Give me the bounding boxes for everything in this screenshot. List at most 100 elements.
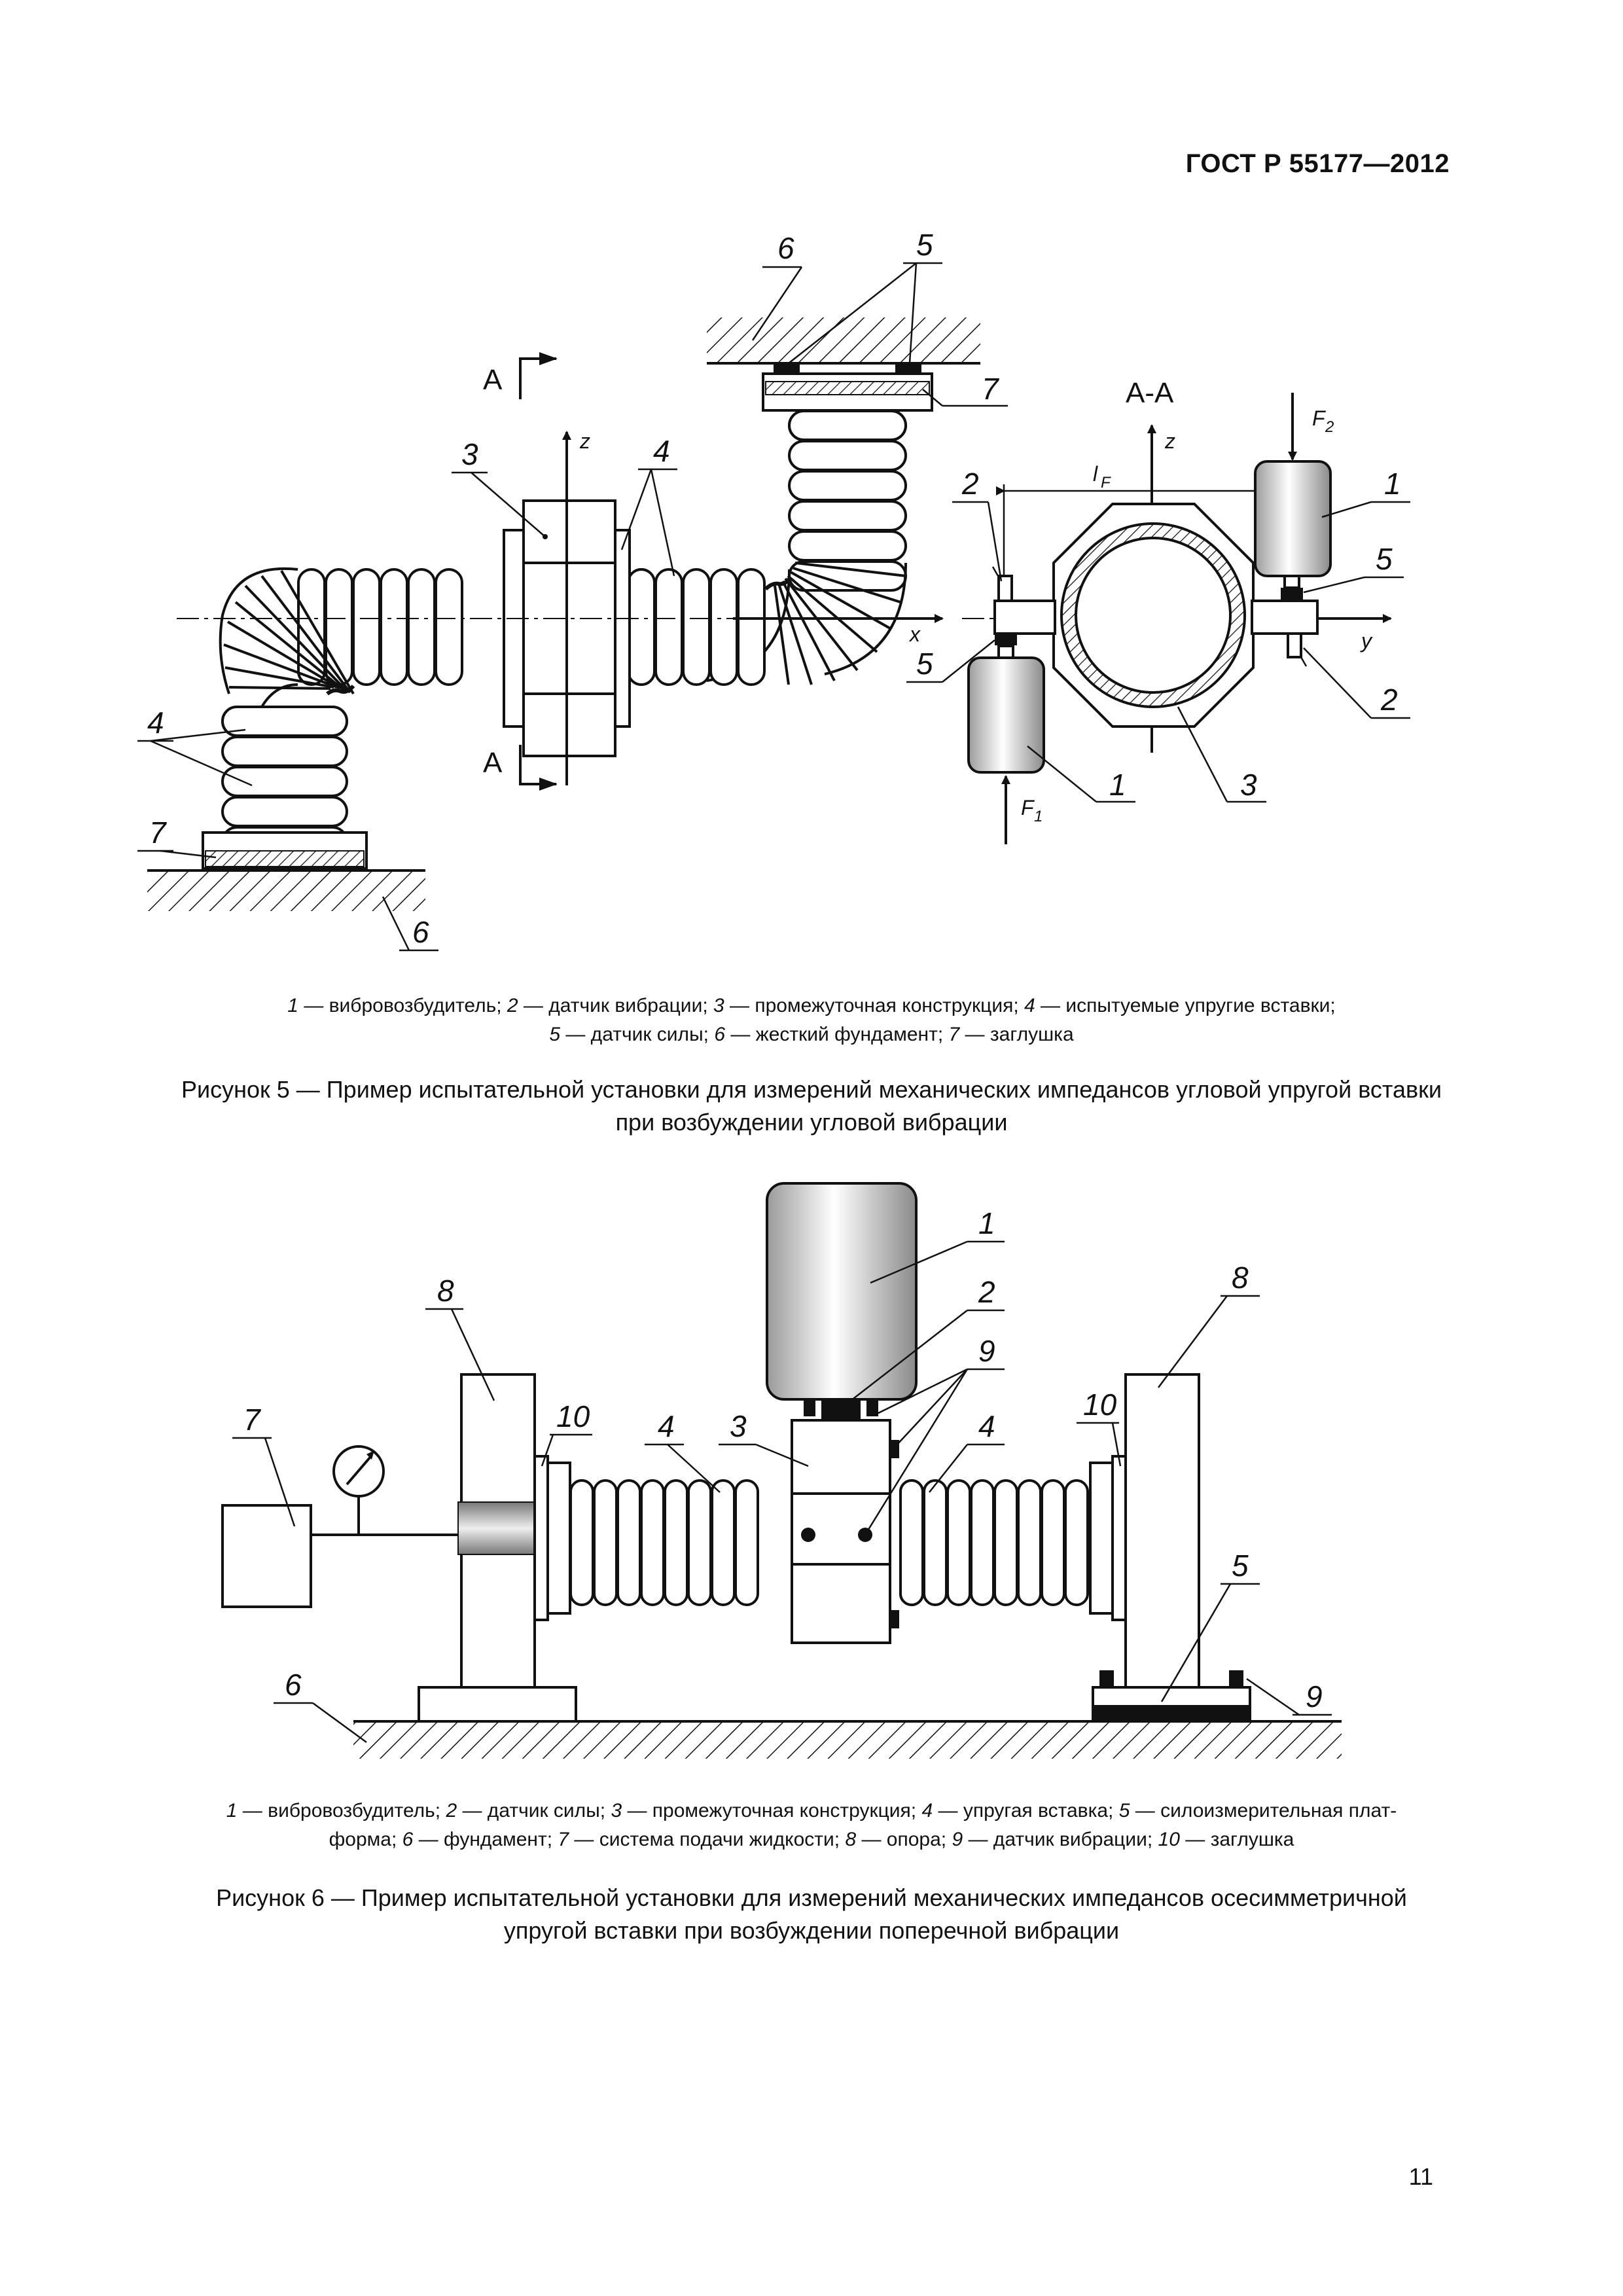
fig6-plug-right <box>1089 1455 1127 1621</box>
legend-text: — вибровозбудитель; <box>237 1800 446 1821</box>
fig6-plug-left <box>533 1455 571 1621</box>
svg-text:2: 2 <box>961 467 979 501</box>
svg-text:7: 7 <box>243 1403 261 1437</box>
fig6-fluid-supply <box>221 1445 458 1608</box>
fig6-labels: 1 2 9 3 4 4 10 10 8 8 7 5 <box>232 1206 1332 1744</box>
legend-text: форма; <box>329 1829 402 1850</box>
svg-text:F: F <box>1021 796 1035 819</box>
svg-text:5: 5 <box>1376 542 1393 576</box>
legend-text: — вибровозбудитель; <box>298 995 507 1016</box>
legend-text: — датчик силы; <box>457 1800 611 1821</box>
fig6-intermediate-structure <box>791 1419 899 1644</box>
section-marker-bottom: А <box>483 745 558 791</box>
figure-5-caption: Рисунок 5 — Пример испытательной установ… <box>181 1076 1442 1136</box>
fig6-foundation <box>353 1720 1342 1759</box>
legend-number: 10 <box>1158 1829 1180 1850</box>
figure-5-drawing: x z А А 6 5 7 3 4 4 7 6 <box>0 0 1623 969</box>
plug-top <box>762 372 933 412</box>
legend-number: 8 <box>845 1829 857 1850</box>
legend-number: 7 <box>948 1024 960 1045</box>
legend-text: — силоизмерительная плат- <box>1130 1800 1397 1821</box>
svg-text:4: 4 <box>653 434 670 468</box>
svg-text:А: А <box>483 747 503 779</box>
svg-text:8: 8 <box>437 1274 454 1308</box>
svg-text:1: 1 <box>1109 768 1126 802</box>
axis-x-label: x <box>908 622 921 646</box>
legend-text: — опора; <box>856 1829 952 1850</box>
legend-text: — заглушка <box>959 1024 1074 1045</box>
svg-text:4: 4 <box>658 1409 675 1443</box>
legend-number: 1 <box>226 1800 238 1821</box>
bellows-vertical-top <box>788 410 907 592</box>
intermediate-structure <box>503 499 631 757</box>
svg-text:7: 7 <box>982 372 999 406</box>
svg-text:2: 2 <box>978 1275 995 1309</box>
figure-5-legend-line-2: 5 — датчик силы; 6 — жесткий фундамент; … <box>98 1020 1525 1049</box>
fig6-bellows-right <box>899 1479 1089 1606</box>
legend-number: 1 <box>287 995 298 1016</box>
legend-text: — заглушка <box>1179 1829 1294 1850</box>
bellows-horizontal-right <box>627 568 766 686</box>
force-sensor-top <box>774 363 921 374</box>
legend-text: — промежуточная конструкция; <box>724 995 1025 1016</box>
svg-text:1: 1 <box>978 1206 995 1240</box>
legend-number: 5 <box>1118 1800 1130 1821</box>
legend-text: — фундамент; <box>413 1829 558 1850</box>
svg-text:8: 8 <box>1232 1261 1249 1295</box>
legend-number: 5 <box>549 1024 561 1045</box>
floor-foundation <box>147 869 425 911</box>
svg-text:y: y <box>1360 629 1373 653</box>
ceiling-foundation <box>707 317 980 365</box>
legend-text: — система подачи жидкости; <box>569 1829 846 1850</box>
legend-number: 6 <box>402 1829 414 1850</box>
legend-number: 3 <box>611 1800 622 1821</box>
svg-text:2: 2 <box>1380 683 1398 717</box>
legend-text: — упругая вставка; <box>933 1800 1119 1821</box>
legend-number: 3 <box>713 995 724 1016</box>
figure-6-legend-line-2: форма; 6 — фундамент; 7 — система подачи… <box>98 1825 1525 1854</box>
legend-number: 4 <box>921 1800 933 1821</box>
legend-text: — датчик вибрации; <box>518 995 713 1016</box>
svg-text:6: 6 <box>412 915 429 949</box>
section-marker-top: А <box>483 352 558 399</box>
document-header: ГОСТ Р 55177—2012 <box>1185 149 1450 178</box>
svg-text:F: F <box>1101 474 1111 492</box>
page-number: 11 <box>1408 2163 1433 2190</box>
svg-text:5: 5 <box>916 228 933 262</box>
legend-text: — жесткий фундамент; <box>725 1024 949 1045</box>
fig6-support-left <box>418 1373 577 1723</box>
svg-text:z: z <box>1164 429 1175 453</box>
legend-text: — датчик вибрации; <box>963 1829 1158 1850</box>
legend-text: — промежуточная конструкция; <box>622 1800 922 1821</box>
svg-text:F: F <box>1312 406 1327 430</box>
svg-text:9: 9 <box>978 1334 995 1368</box>
svg-text:5: 5 <box>916 647 933 681</box>
svg-text:4: 4 <box>978 1409 995 1443</box>
fig6-support-right <box>1092 1373 1251 1723</box>
svg-text:9: 9 <box>1306 1679 1323 1713</box>
svg-text:6: 6 <box>285 1668 302 1702</box>
axes-fig5: x z <box>177 429 944 785</box>
labels-main-view: 6 5 7 3 4 4 7 6 <box>137 228 1008 952</box>
fig6-exciter <box>766 1182 918 1420</box>
figure-6-legend: 1 — вибровозбудитель; 2 — датчик силы; 3… <box>98 1797 1525 1854</box>
figure-5-legend: 1 — вибровозбудитель; 2 — датчик вибраци… <box>98 992 1525 1049</box>
axis-z-label: z <box>579 429 590 453</box>
svg-text:10: 10 <box>1083 1388 1117 1422</box>
svg-text:3: 3 <box>461 437 478 471</box>
legend-text: — испытуемые упругие вставки; <box>1035 995 1336 1016</box>
svg-text:2: 2 <box>1325 418 1334 436</box>
svg-text:1: 1 <box>1034 808 1043 825</box>
figure-6-drawing: 1 2 9 3 4 4 10 10 8 8 7 5 <box>0 1165 1623 1787</box>
legend-text: — датчик силы; <box>560 1024 715 1045</box>
fig6-bellows-left <box>569 1479 759 1606</box>
svg-text:А-А: А-А <box>1126 377 1174 409</box>
plug-bottom <box>202 831 368 870</box>
bellows-elbow-left <box>219 567 355 708</box>
svg-text:3: 3 <box>1240 768 1257 802</box>
legend-number: 7 <box>558 1829 569 1850</box>
legend-number: 2 <box>507 995 518 1016</box>
figure-6-legend-line-1: 1 — вибровозбудитель; 2 — датчик силы; 3… <box>98 1797 1525 1825</box>
svg-text:1: 1 <box>1384 467 1401 501</box>
svg-text:4: 4 <box>147 706 164 740</box>
